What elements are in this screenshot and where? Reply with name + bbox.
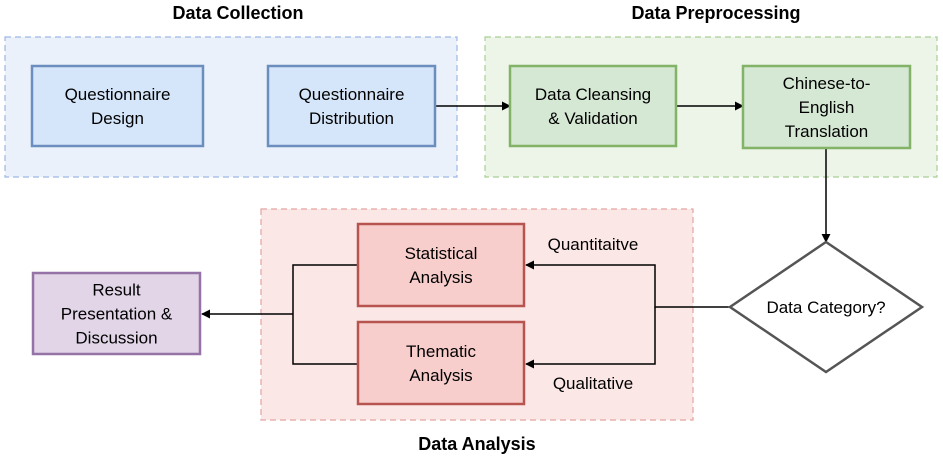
translation-label-line: Chinese-to- — [783, 74, 871, 93]
svg-text:Data Category?: Data Category? — [766, 298, 885, 317]
group-title-data-analysis: Data Analysis — [418, 434, 535, 454]
translation-label-line: Translation — [785, 122, 868, 141]
node-data-cleansing: Data Cleansing & Validation — [508, 64, 678, 148]
questionnaire-distribution-label-line: Distribution — [309, 109, 394, 128]
node-data-category: Data Category? — [727, 240, 925, 374]
result-presentation-label-line: Result — [92, 281, 140, 300]
edge-label-quantitative: Quantitaitve — [548, 235, 639, 254]
data-cleansing-label-line: & Validation — [548, 109, 637, 128]
data-cleansing-label-line: Data Cleansing — [535, 85, 651, 104]
statistical-analysis-label-line: Analysis — [409, 268, 472, 287]
result-presentation-label-line: Presentation & — [61, 305, 173, 324]
group-title-data-collection: Data Collection — [172, 3, 303, 23]
group-title-data-preprocessing: Data Preprocessing — [631, 3, 800, 23]
questionnaire-distribution-label-line: Questionnaire — [299, 85, 405, 104]
result-presentation-label-line: Discussion — [75, 329, 157, 348]
thematic-analysis-label-line: Thematic — [406, 342, 476, 361]
data-category-label-line: Data Category? — [766, 298, 885, 317]
edge-category-to-statistical — [525, 260, 730, 308]
thematic-analysis-label-line: Analysis — [409, 366, 472, 385]
edge-label-qualitative: Qualitative — [553, 374, 633, 393]
translation-label-line: English — [799, 98, 855, 117]
edge-category-to-thematic — [525, 307, 656, 369]
svg-text:Data Cleansing& Validation: Data Cleansing & Validation — [535, 85, 651, 128]
questionnaire-design-label-line: Design — [91, 109, 144, 128]
statistical-analysis-label-line: Statistical — [405, 244, 478, 263]
questionnaire-design-label-line: Questionnaire — [65, 85, 171, 104]
